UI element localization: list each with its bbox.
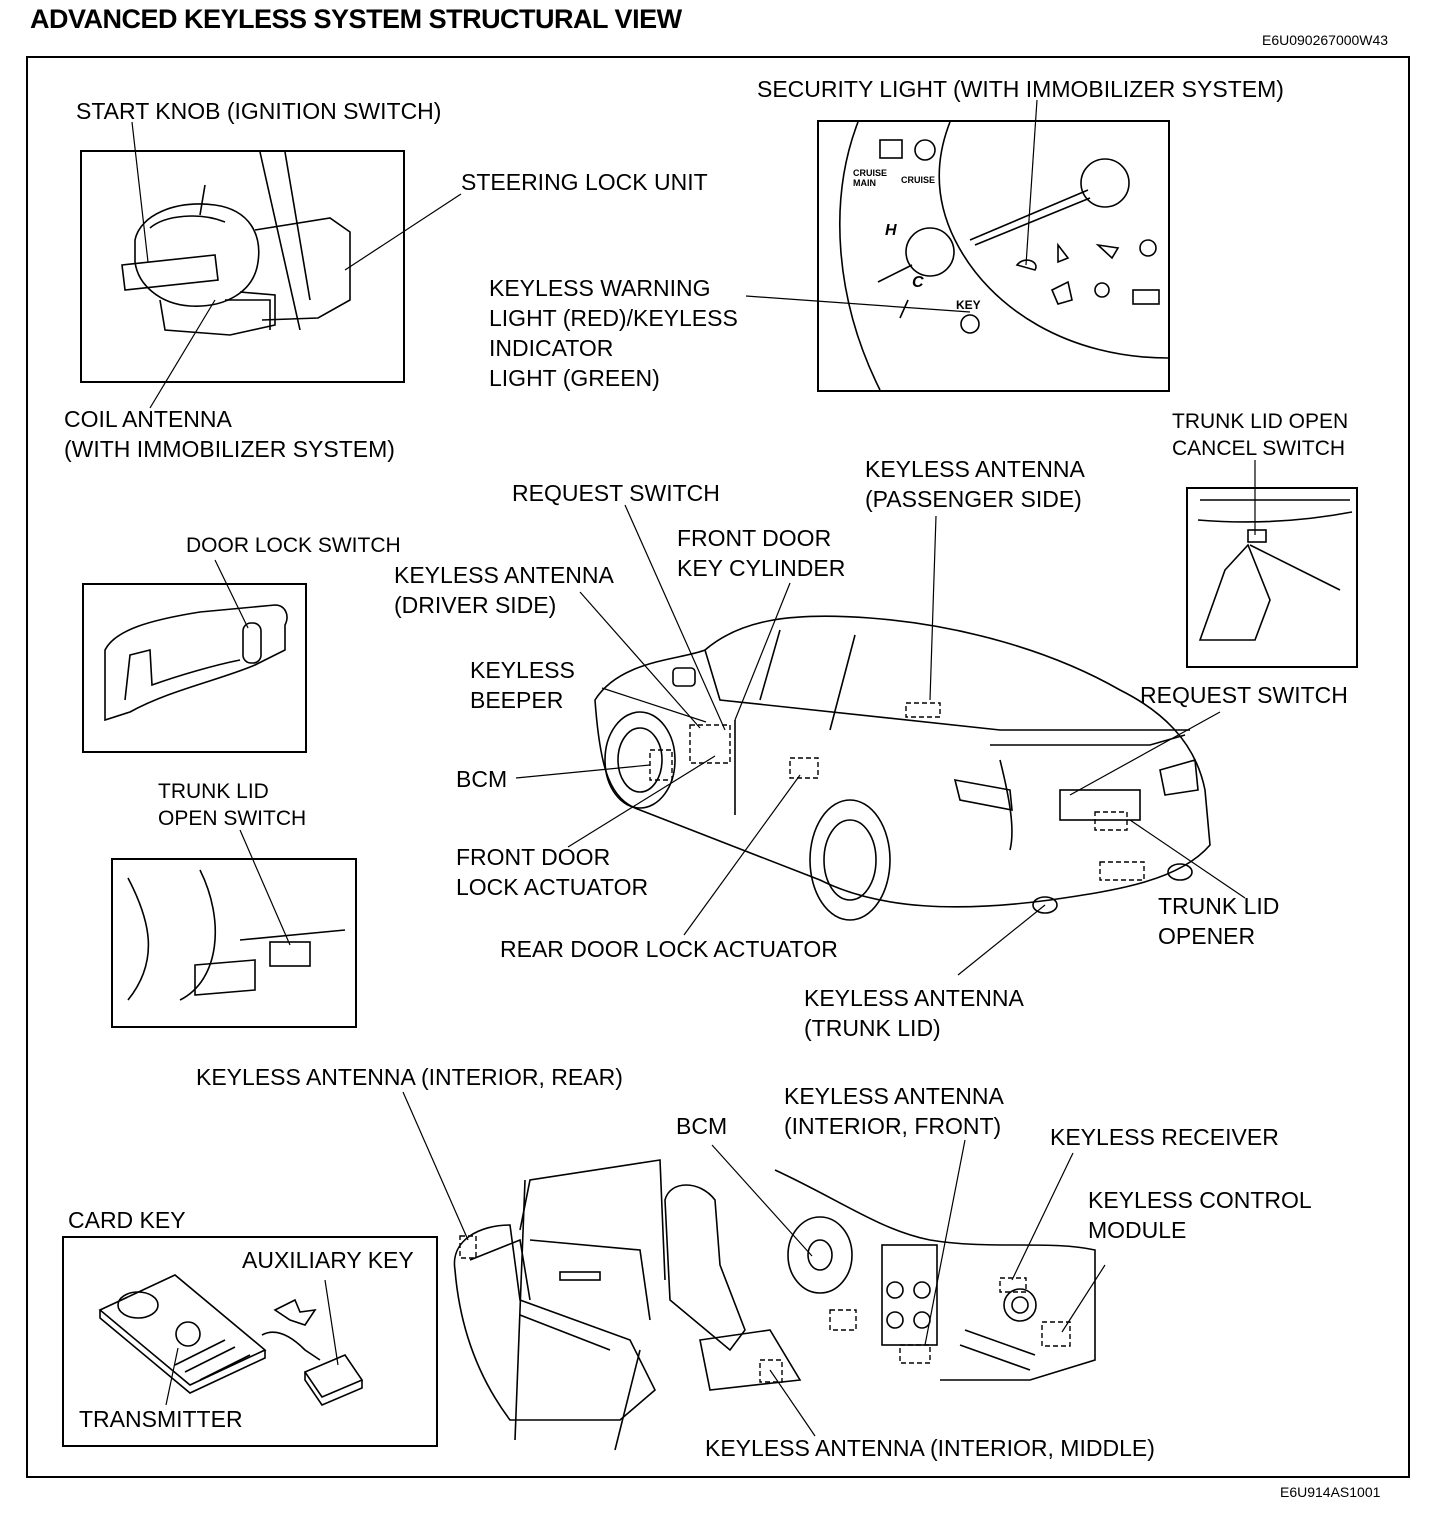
trunk-lid-open-cancel-switch-label: TRUNK LID OPEN CANCEL SWITCH (1172, 410, 1349, 460)
document-code: E6U090267000W43 (1262, 32, 1389, 48)
auxiliary-key-label: AUXILIARY KEY (242, 1247, 414, 1273)
keyless-antenna-interior-front-label: KEYLESS ANTENNA (INTERIOR, FRONT) (784, 1083, 1004, 1139)
temp-cold-mark: C (912, 274, 924, 291)
bcm-exterior-label: BCM (456, 766, 508, 792)
front-door-key-cylinder-label: FRONT DOOR KEY CYLINDER (677, 525, 846, 581)
keyless-warning-light-label: KEYLESS WARNING LIGHT (RED)/KEYLESS INDI… (489, 275, 738, 391)
door-lock-switch-label: DOOR LOCK SWITCH (186, 534, 401, 557)
keyless-antenna-driver-label: KEYLESS ANTENNA (DRIVER SIDE) (394, 562, 614, 618)
keyless-control-module-label: KEYLESS CONTROL MODULE (1088, 1187, 1312, 1243)
rear-door-lock-actuator-label: REAR DOOR LOCK ACTUATOR (500, 936, 838, 962)
key-indicator-label: KEY (956, 298, 981, 312)
front-door-lock-actuator-label: FRONT DOOR LOCK ACTUATOR (456, 844, 649, 900)
trunk-lid-opener-label: TRUNK LID OPENER (1158, 893, 1280, 949)
request-switch-front-label: REQUEST SWITCH (512, 480, 720, 506)
ignition-switch-inset (80, 150, 405, 383)
card-key-label: CARD KEY (68, 1207, 186, 1233)
diagram-frame (26, 56, 1410, 1478)
cruise-indicator: CRUISE (901, 175, 936, 185)
page-title: ADVANCED KEYLESS SYSTEM STRUCTURAL VIEW (30, 4, 682, 34)
trunk-lid-open-switch-label: TRUNK LID OPEN SWITCH (158, 780, 307, 830)
keyless-beeper-label: KEYLESS BEEPER (470, 657, 575, 713)
door-lock-switch-inset (82, 583, 307, 753)
instrument-cluster-inset (817, 120, 1170, 392)
temp-hot-mark: H (885, 222, 897, 239)
keyless-antenna-trunk-label: KEYLESS ANTENNA (TRUNK LID) (804, 985, 1024, 1041)
keyless-receiver-label: KEYLESS RECEIVER (1050, 1124, 1279, 1150)
keyless-antenna-interior-rear-label: KEYLESS ANTENNA (INTERIOR, REAR) (196, 1064, 623, 1090)
security-light-label: SECURITY LIGHT (WITH IMMOBILIZER SYSTEM) (757, 76, 1284, 102)
steering-lock-unit-label: STEERING LOCK UNIT (461, 169, 708, 195)
trunk-open-switch-inset (111, 858, 357, 1028)
cruise-main-indicator: CRUISE MAIN (853, 168, 888, 188)
start-knob-label: START KNOB (IGNITION SWITCH) (76, 98, 442, 124)
transmitter-label: TRANSMITTER (79, 1406, 243, 1432)
keyless-antenna-passenger-label: KEYLESS ANTENNA (PASSENGER SIDE) (865, 456, 1085, 512)
trunk-cancel-switch-inset (1186, 487, 1358, 668)
bcm-interior-label: BCM (676, 1113, 728, 1139)
keyless-antenna-interior-middle-label: KEYLESS ANTENNA (INTERIOR, MIDDLE) (705, 1435, 1155, 1461)
coil-antenna-label: COIL ANTENNA (WITH IMMOBILIZER SYSTEM) (64, 406, 395, 462)
request-switch-rear-label: REQUEST SWITCH (1140, 682, 1348, 708)
figure-code: E6U914AS1001 (1280, 1484, 1381, 1500)
